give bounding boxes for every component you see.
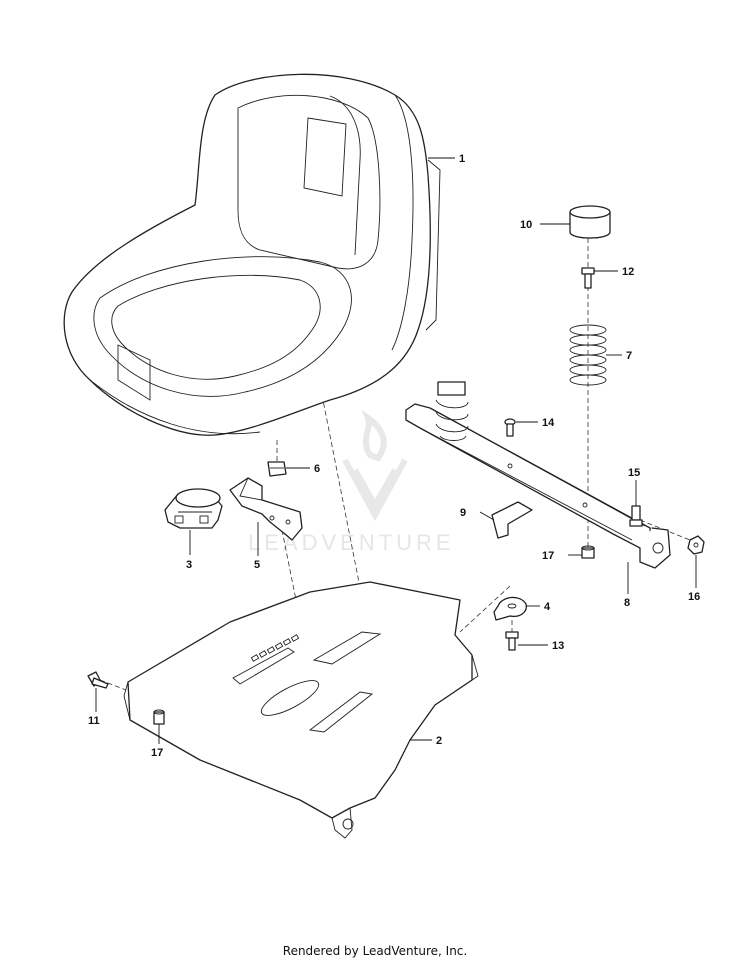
switch-bracket (229, 477, 303, 541)
bolt-13 (505, 631, 519, 651)
bolt-12 (581, 267, 595, 289)
callout-6: 6 (314, 463, 320, 475)
seat (63, 73, 441, 436)
washer (493, 596, 527, 621)
callout-12: 12 (622, 266, 634, 278)
callout-3: 3 (186, 559, 192, 571)
callout-14: 14 (542, 417, 555, 429)
seat-switch (164, 488, 223, 529)
callout-11: 11 (88, 715, 100, 727)
callout-17-rail: 17 (542, 550, 554, 562)
callout-10: 10 (520, 219, 532, 231)
nut-17-pan (153, 709, 165, 725)
callout-13: 13 (552, 640, 564, 652)
clip (267, 461, 287, 477)
callout-2: 2 (436, 735, 442, 747)
nut-17-rail (581, 545, 595, 559)
watermark-text: LEADVENTURE (248, 530, 455, 555)
callout-5: 5 (254, 559, 260, 571)
mounting-rail (405, 403, 671, 569)
nut-16 (687, 535, 705, 555)
bolt-14 (504, 418, 516, 437)
leader-lines (95, 157, 697, 744)
footer-credit: Rendered by LeadVenture, Inc. (282, 944, 468, 958)
callout-1: 1 (459, 153, 465, 165)
bolt-11 (87, 671, 109, 689)
seat-pan (123, 581, 479, 839)
rail-spring (435, 381, 469, 441)
bolt-15 (629, 505, 643, 527)
callout-9: 9 (460, 507, 466, 519)
bumper (569, 205, 611, 239)
spring (569, 324, 607, 386)
callout-17-pan: 17 (151, 747, 163, 759)
callout-4: 4 (544, 601, 551, 613)
watermark-logo (342, 409, 408, 522)
seat-pan-slots (250, 634, 300, 662)
callout-7: 7 (626, 350, 632, 362)
callout-15: 15 (628, 467, 640, 479)
callout-16: 16 (688, 591, 700, 603)
spring-bracket (491, 501, 533, 539)
callout-8: 8 (624, 597, 630, 609)
